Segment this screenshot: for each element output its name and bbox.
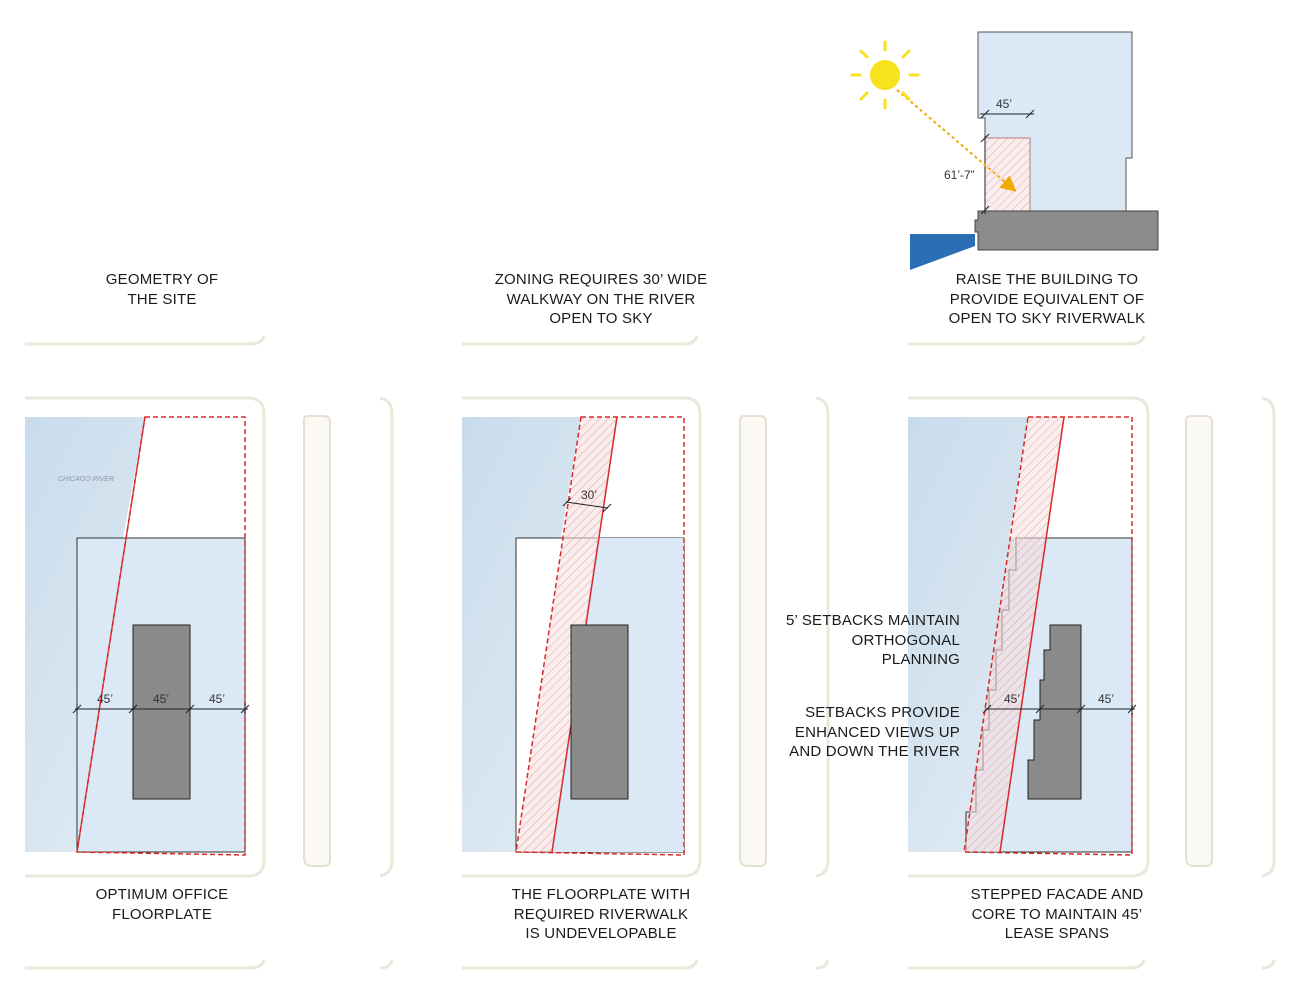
building-core [570, 624, 629, 800]
note-setbacks-orthogonal: 5’ SETBACKS MAINTAIN ORTHOGONAL PLANNING [785, 612, 960, 668]
panel-stepped-facade: 45’ 45’ [908, 416, 1137, 856]
span-dimensions [72, 703, 250, 715]
site-boundary [515, 416, 685, 856]
stepped-core [1027, 624, 1082, 800]
riverwalk-width-label: 30’ [581, 488, 597, 502]
section-height-label: 61’-7” [944, 168, 975, 182]
span-label-2: 45’ [153, 692, 169, 706]
panel-optimum-floorplate: CHICAGO RIVER 45’ 45’ 45’ [25, 416, 250, 856]
riverwalk-volume [984, 137, 1031, 212]
sun-ray [896, 89, 1017, 192]
frame-fragments [25, 335, 1276, 970]
riverwalk-width-dimension [562, 497, 612, 513]
caption-geometry: GEOMETRY OF THE SITE [105, 271, 219, 308]
height-dimension [980, 133, 990, 215]
span-dimensions [982, 703, 1137, 715]
site-boundary [76, 416, 246, 856]
site-river-edge [76, 416, 146, 853]
river-section [910, 234, 975, 270]
river-label: CHICAGO RIVER [58, 476, 114, 483]
sun-icon [850, 40, 920, 110]
ground-section [974, 210, 1159, 251]
riverwalk-zone [516, 417, 617, 852]
site-boundary [963, 416, 1133, 856]
section-raised-building: 45’ 61’-7” [850, 31, 1159, 270]
caption-raise: RAISE THE BUILDING TO PROVIDE EQUIVALENT… [948, 271, 1146, 327]
note-setbacks-views: SETBACKS PROVIDE ENHANCED VIEWS UP AND D… [789, 704, 960, 760]
caption-optimum: OPTIMUM OFFICE FLOORPLATE [95, 886, 229, 923]
caption-floorplate: THE FLOORPLATE WITH REQUIRED RIVERWALK I… [511, 886, 691, 942]
span-label-right: 45’ [1098, 692, 1114, 706]
caption-zoning: ZONING REQUIRES 30’ WIDE WALKWAY ON THE … [494, 271, 708, 327]
caption-stepped: STEPPED FACADE AND CORE TO MAINTAIN 45’ … [970, 886, 1144, 942]
building-core [132, 624, 191, 800]
site-land [123, 417, 245, 538]
section-width-label: 45’ [996, 97, 1012, 111]
span-label-3: 45’ [209, 692, 225, 706]
divider-shapes [303, 415, 1213, 867]
riverwalk-edge [999, 416, 1065, 853]
span-label-1: 45’ [97, 692, 113, 706]
width-dimension [980, 109, 1035, 119]
riverwalk-zone [964, 417, 1064, 852]
panel-riverwalk-floorplate: 30’ [462, 416, 685, 856]
span-label-left: 45’ [1004, 692, 1020, 706]
